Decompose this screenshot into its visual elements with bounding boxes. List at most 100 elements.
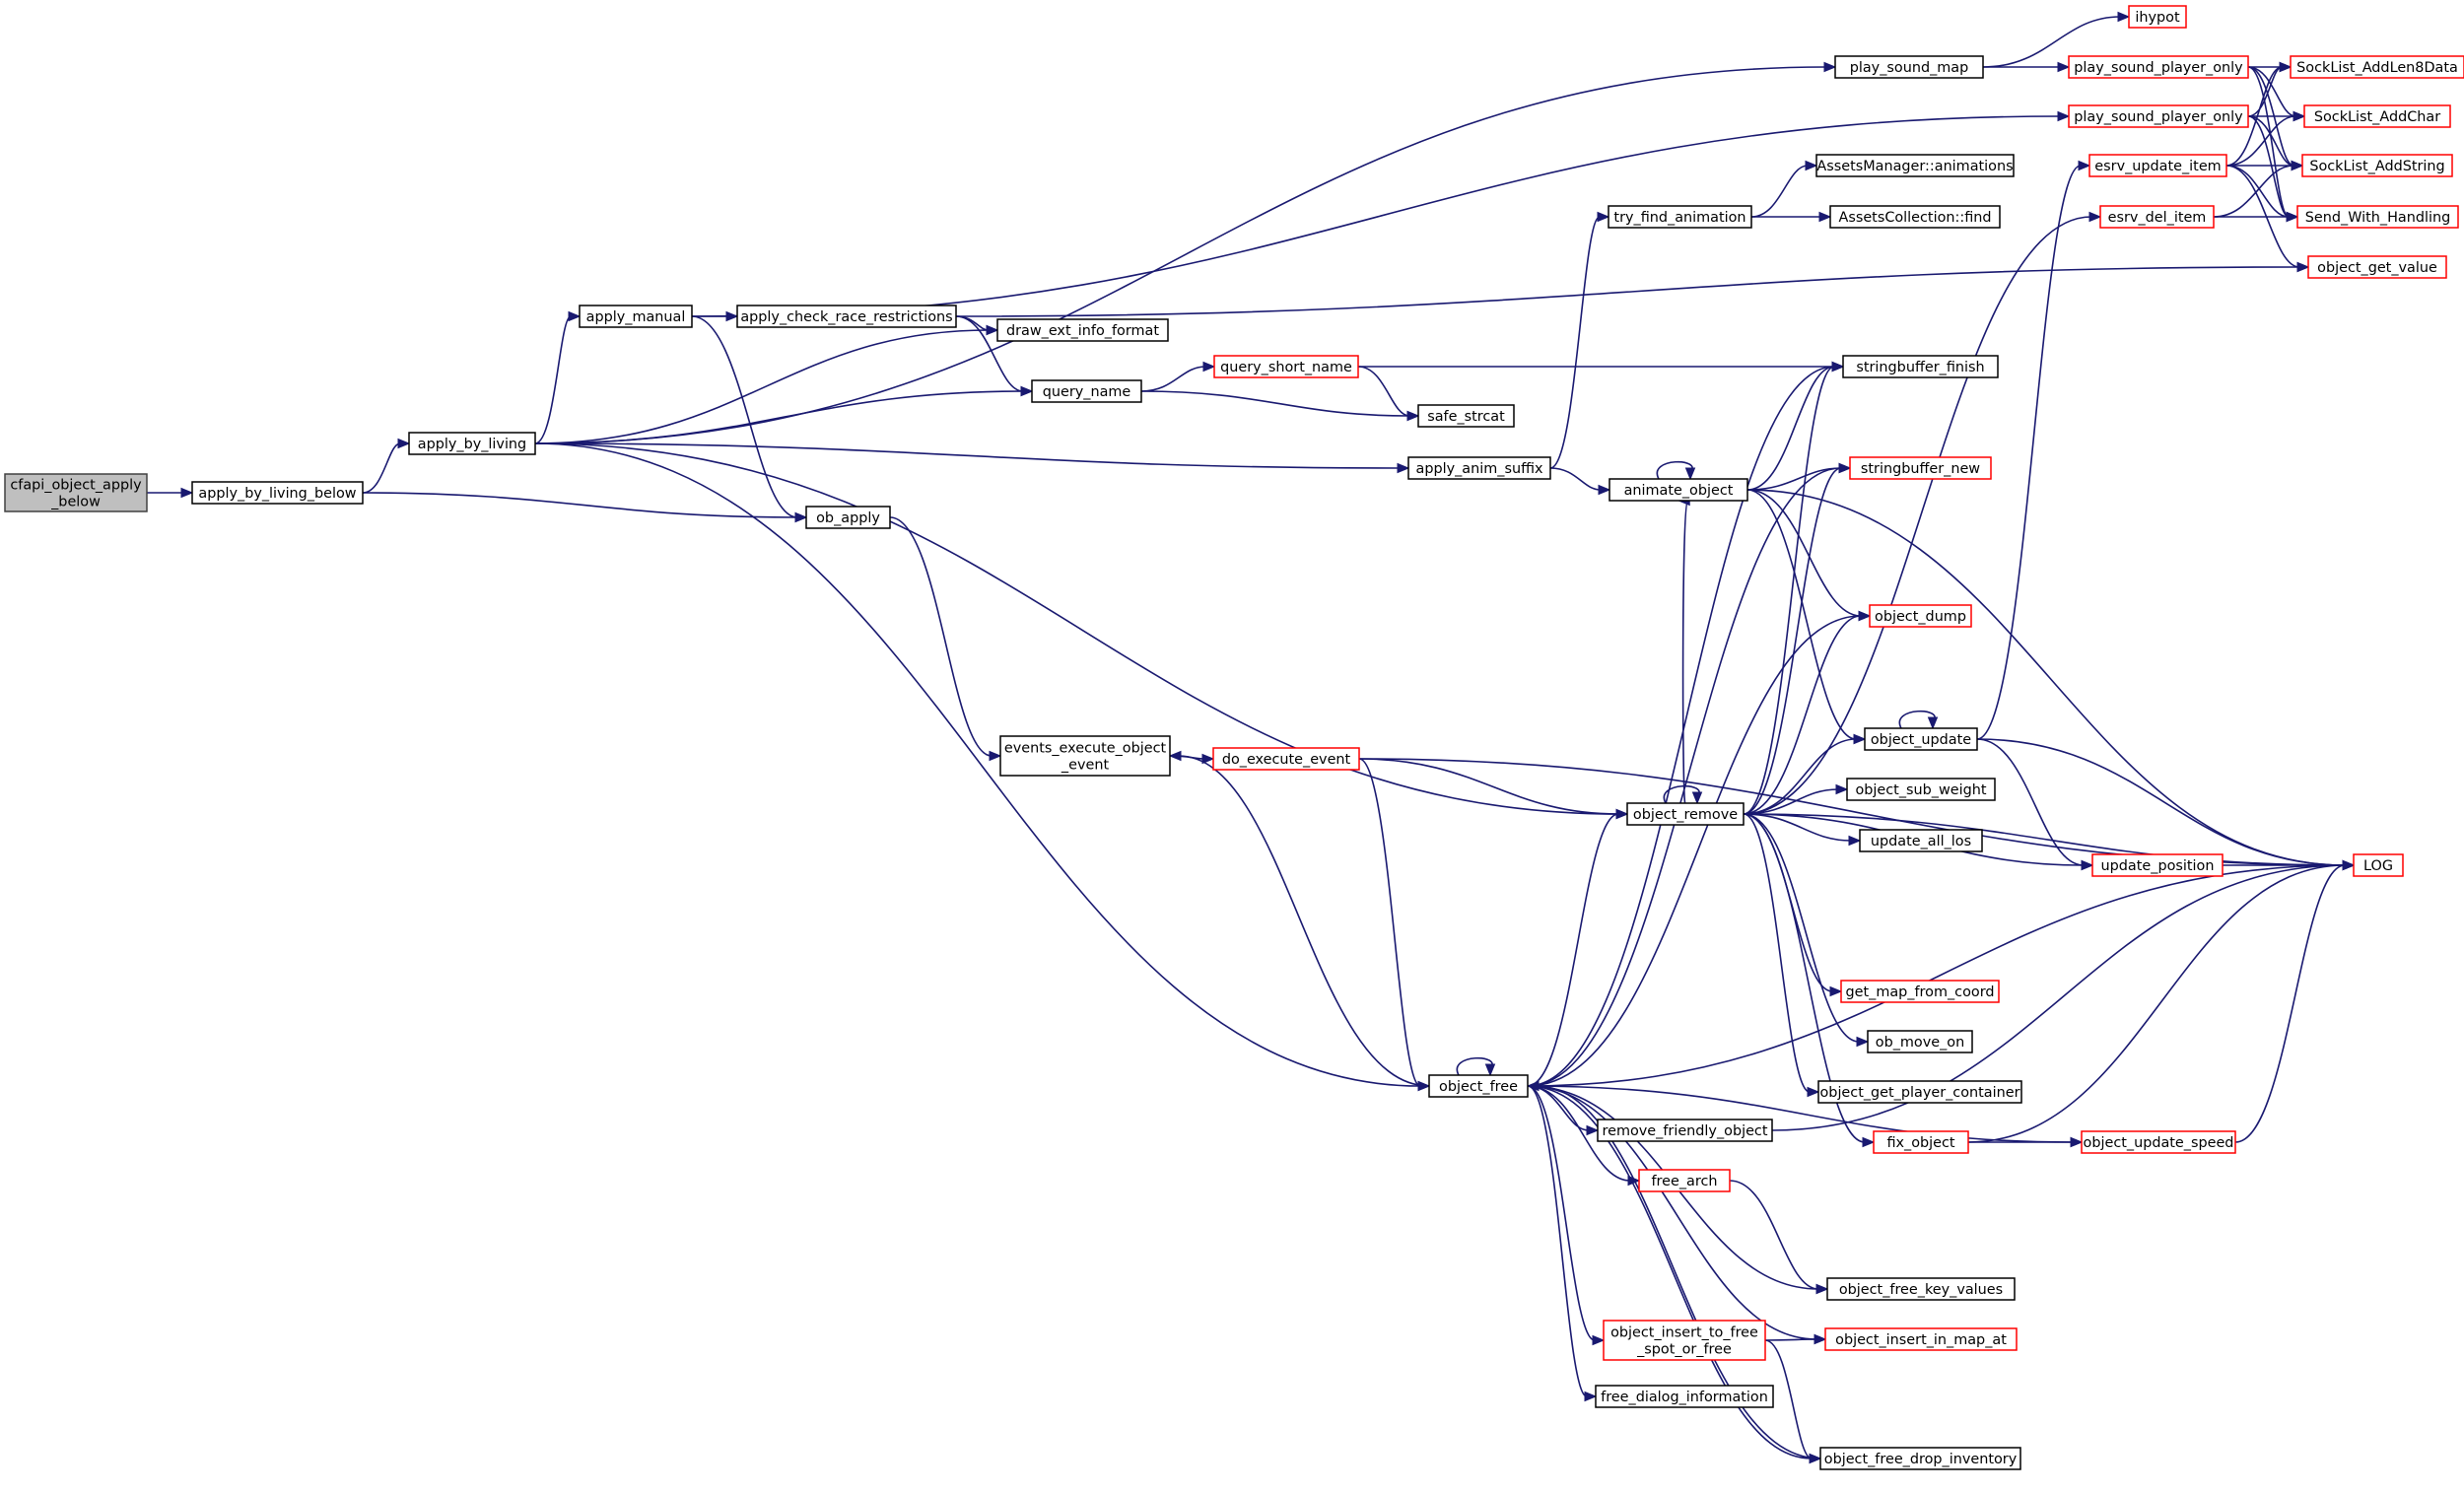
- edge-try_find_animation-to-AssetsManager_animations: [1750, 160, 1818, 218]
- node-Send_With_Handling[interactable]: Send_With_Handling: [2296, 205, 2459, 229]
- node-box: [1849, 456, 1992, 480]
- node-object_insert_in_map_at[interactable]: object_insert_in_map_at: [1824, 1327, 2018, 1351]
- node-AssetsManager_animations[interactable]: AssetsManager::animations: [1815, 154, 2015, 177]
- node-object_get_player_container[interactable]: object_get_player_container: [1817, 1080, 2022, 1104]
- node-apply_check_race_restrictions[interactable]: apply_check_race_restrictions: [736, 305, 957, 328]
- node-object_insert_to_free_spot_or_free[interactable]: object_insert_to_free_spot_or_free: [1603, 1320, 1766, 1361]
- edge-apply_manual-to-play_sound_player_only_2: [691, 110, 2071, 317]
- edge-object_remove-to-object_get_player_container: [1743, 813, 1820, 1098]
- node-esrv_update_item[interactable]: esrv_update_item: [2088, 154, 2227, 177]
- edge-object_free-to-free_dialog_information: [1527, 1085, 1598, 1402]
- node-cfapi_object_apply_below[interactable]: cfapi_object_apply_below: [4, 473, 148, 512]
- node-do_execute_event[interactable]: do_execute_event: [1212, 747, 1360, 771]
- node-label: ob_move_on: [1876, 1035, 1964, 1051]
- node-box: [1608, 205, 1752, 229]
- node-box: [2301, 154, 2453, 177]
- node-free_dialog_information[interactable]: free_dialog_information: [1595, 1385, 1774, 1408]
- node-remove_friendly_object[interactable]: remove_friendly_object: [1597, 1119, 1773, 1142]
- node-stringbuffer_finish[interactable]: stringbuffer_finish: [1842, 355, 1999, 378]
- edge-arrowhead: [2279, 61, 2293, 73]
- node-box: [579, 305, 693, 328]
- edge-line: [1743, 366, 1835, 815]
- nodes-layer: cfapi_object_apply_below apply_by_living_…: [4, 5, 2464, 1470]
- node-object_sub_weight[interactable]: object_sub_weight: [1846, 778, 1996, 801]
- edge-cfapi_object_apply_below-to-apply_by_living_below: [146, 487, 194, 499]
- node-get_map_from_coord[interactable]: get_map_from_coord: [1840, 980, 2000, 1003]
- node-try_find_animation[interactable]: try_find_animation: [1608, 205, 1752, 229]
- node-play_sound_player_only_1[interactable]: play_sound_player_only: [2068, 55, 2249, 79]
- node-label: free_dialog_information: [1601, 1390, 1768, 1405]
- node-play_sound_map[interactable]: play_sound_map: [1834, 55, 1984, 79]
- edge-object_free-to-stringbuffer_finish: [1527, 361, 1845, 1087]
- edge-line: [1527, 615, 1862, 1087]
- edge-object_free-to-object_dump: [1527, 610, 1872, 1087]
- node-box: [1626, 802, 1745, 826]
- edge-play_sound_player_only_1-to-Send_With_Handling: [2247, 66, 2299, 223]
- edge-line: [1750, 165, 1809, 218]
- node-query_name[interactable]: query_name: [1031, 379, 1142, 403]
- node-ihypot[interactable]: ihypot: [2128, 5, 2187, 29]
- edge-arrowhead: [1853, 733, 1867, 745]
- node-box: [1031, 379, 1142, 403]
- edge-line: [2225, 115, 2296, 167]
- node-label: AssetsCollection::find: [1838, 210, 1991, 226]
- node-LOG[interactable]: LOG: [2353, 853, 2404, 877]
- node-safe_strcat[interactable]: safe_strcat: [1417, 404, 1515, 428]
- node-draw_ext_info_format[interactable]: draw_ext_info_format: [996, 318, 1169, 342]
- edge-line: [1527, 1085, 1817, 1340]
- edge-arrowhead: [1691, 791, 1703, 805]
- edge-esrv_update_item-to-SockList_AddLen8Data: [2225, 61, 2293, 167]
- node-apply_manual[interactable]: apply_manual: [579, 305, 693, 328]
- node-label: apply_anim_suffix: [1416, 461, 1543, 477]
- edge-line: [1527, 1085, 1588, 1397]
- node-object_free_key_values[interactable]: object_free_key_values: [1826, 1277, 2016, 1301]
- edge-line: [2225, 66, 2283, 167]
- node-SockList_AddString[interactable]: SockList_AddString: [2301, 154, 2453, 177]
- node-box: [996, 318, 1169, 342]
- edge-line: [1178, 755, 1430, 1087]
- node-ob_apply[interactable]: ob_apply: [805, 506, 891, 529]
- edge-try_find_animation-to-AssetsCollection_find: [1751, 211, 1832, 223]
- node-box: [805, 506, 891, 529]
- edge-line: [1358, 758, 1619, 815]
- edge-line: [1743, 216, 2092, 815]
- node-object_remove[interactable]: object_remove: [1626, 802, 1745, 826]
- edge-object_remove-to-fix_object: [1743, 813, 1876, 1148]
- node-object_get_value[interactable]: object_get_value: [2307, 255, 2447, 279]
- node-events_execute_object_event[interactable]: events_execute_object_event: [999, 735, 1171, 777]
- node-query_short_name[interactable]: query_short_name: [1213, 355, 1359, 378]
- edge-arrowhead: [986, 324, 999, 336]
- edge-line: [534, 390, 1024, 444]
- node-ob_move_on[interactable]: ob_move_on: [1867, 1030, 1973, 1053]
- edge-remove_friendly_object-to-LOG: [1771, 859, 2356, 1131]
- node-AssetsCollection_find[interactable]: AssetsCollection::find: [1829, 205, 2001, 229]
- node-label: ob_apply: [816, 510, 880, 526]
- node-free_arch[interactable]: free_arch: [1638, 1169, 1731, 1192]
- node-object_free[interactable]: object_free: [1428, 1074, 1529, 1098]
- node-box: [2307, 255, 2447, 279]
- node-SockList_AddLen8Data[interactable]: SockList_AddLen8Data: [2290, 55, 2464, 79]
- node-object_update_speed[interactable]: object_update_speed: [2081, 1130, 2236, 1154]
- edge-arrowhead: [2293, 110, 2306, 122]
- node-update_all_los[interactable]: update_all_los: [1859, 829, 1983, 852]
- node-box: [2290, 55, 2464, 79]
- node-SockList_AddChar[interactable]: SockList_AddChar: [2303, 104, 2451, 128]
- node-apply_by_living_below[interactable]: apply_by_living_below: [191, 481, 364, 505]
- node-box: [2088, 154, 2227, 177]
- node-fix_object[interactable]: fix_object: [1873, 1130, 1969, 1154]
- node-stringbuffer_new[interactable]: stringbuffer_new: [1849, 456, 1992, 480]
- node-play_sound_player_only_2[interactable]: play_sound_player_only: [2068, 104, 2249, 128]
- edge-line: [1764, 1338, 1817, 1341]
- node-object_dump[interactable]: object_dump: [1869, 604, 1972, 628]
- edge-line: [1743, 738, 1857, 815]
- node-update_position[interactable]: update_position: [2091, 853, 2224, 877]
- node-object_update[interactable]: object_update: [1864, 727, 1978, 751]
- node-box: [2303, 104, 2451, 128]
- node-esrv_del_item[interactable]: esrv_del_item: [2099, 205, 2215, 229]
- node-apply_by_living[interactable]: apply_by_living: [408, 432, 536, 455]
- node-animate_object[interactable]: animate_object: [1608, 478, 1748, 502]
- node-label: play_sound_player_only: [2074, 109, 2243, 125]
- node-object_free_drop_inventory[interactable]: object_free_drop_inventory: [1819, 1447, 2021, 1470]
- node-apply_anim_suffix[interactable]: apply_anim_suffix: [1407, 456, 1551, 480]
- edge-line: [2247, 115, 2294, 167]
